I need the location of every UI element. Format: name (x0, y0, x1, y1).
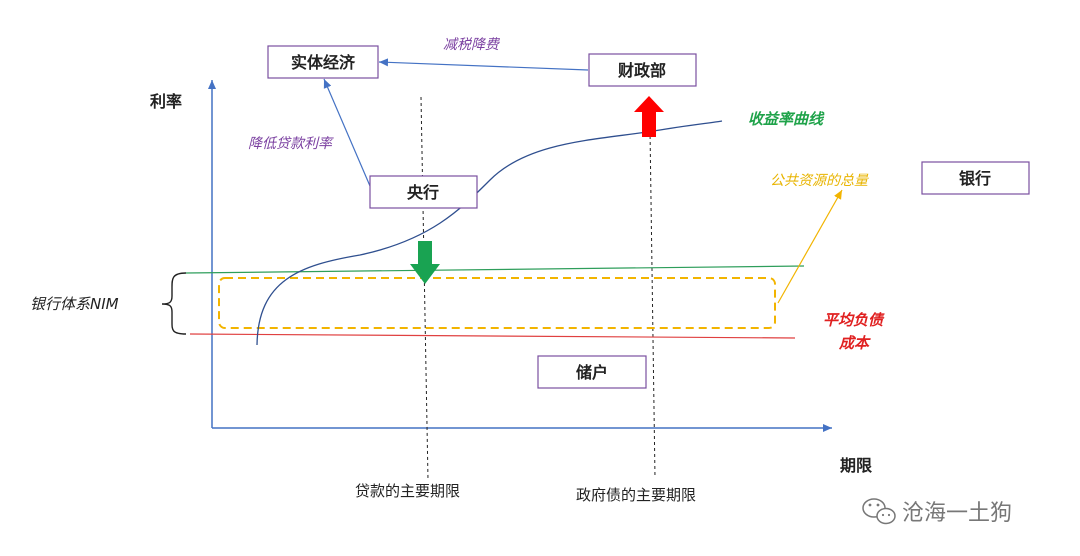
nim-brace (161, 272, 187, 335)
watermark: 沧海一土狗 (862, 498, 1012, 526)
depositors-label: 储户 (575, 363, 608, 382)
tax-cut-label: 减税降费 (443, 37, 500, 53)
red-up-arrow-icon (634, 96, 664, 137)
public-resources-arrow (777, 189, 843, 304)
public-resources-label: 公共资源的总量 (770, 173, 870, 189)
liability-cost-line (189, 333, 796, 339)
mof-label: 财政部 (617, 61, 666, 80)
bank-nim-label: 银行体系NIM (30, 295, 119, 313)
central-bank-label: 央行 (407, 183, 439, 202)
yield-curve-label: 收益率曲线 (748, 110, 825, 128)
central-bank-box: 央行 (369, 175, 478, 209)
avg-liability-cost-label-2: 成本 (838, 334, 871, 352)
real-economy-label: 实体经济 (291, 53, 356, 72)
y-axis-label: 利率 (150, 92, 182, 111)
depositors-box: 储户 (537, 355, 647, 389)
watermark-text: 沧海一土狗 (902, 501, 1012, 526)
avg-liability-cost-label-1: 平均负债 (823, 311, 885, 329)
wechat-icon (862, 498, 896, 525)
mof-to-real-economy-arrow (378, 58, 589, 71)
loan-tenor-line (420, 96, 429, 481)
mof-box: 财政部 (588, 53, 697, 87)
real-economy-box: 实体经济 (267, 45, 379, 79)
green-down-arrow-icon (410, 241, 440, 284)
govbond-tenor-line (649, 129, 656, 479)
lower-loan-rate-label: 降低贷款利率 (248, 136, 334, 152)
bank-label: 银行 (959, 169, 991, 188)
x-axis-label: 期限 (840, 456, 873, 475)
bank-box: 银行 (921, 161, 1030, 195)
yield-curve (256, 120, 723, 346)
public-resources-box (218, 277, 776, 329)
govbond-tenor-label: 政府债的主要期限 (576, 486, 696, 504)
central-bank-to-real-economy-arrow (323, 78, 371, 187)
nim-top-line (185, 265, 805, 274)
loan-tenor-label: 贷款的主要期限 (355, 482, 460, 500)
